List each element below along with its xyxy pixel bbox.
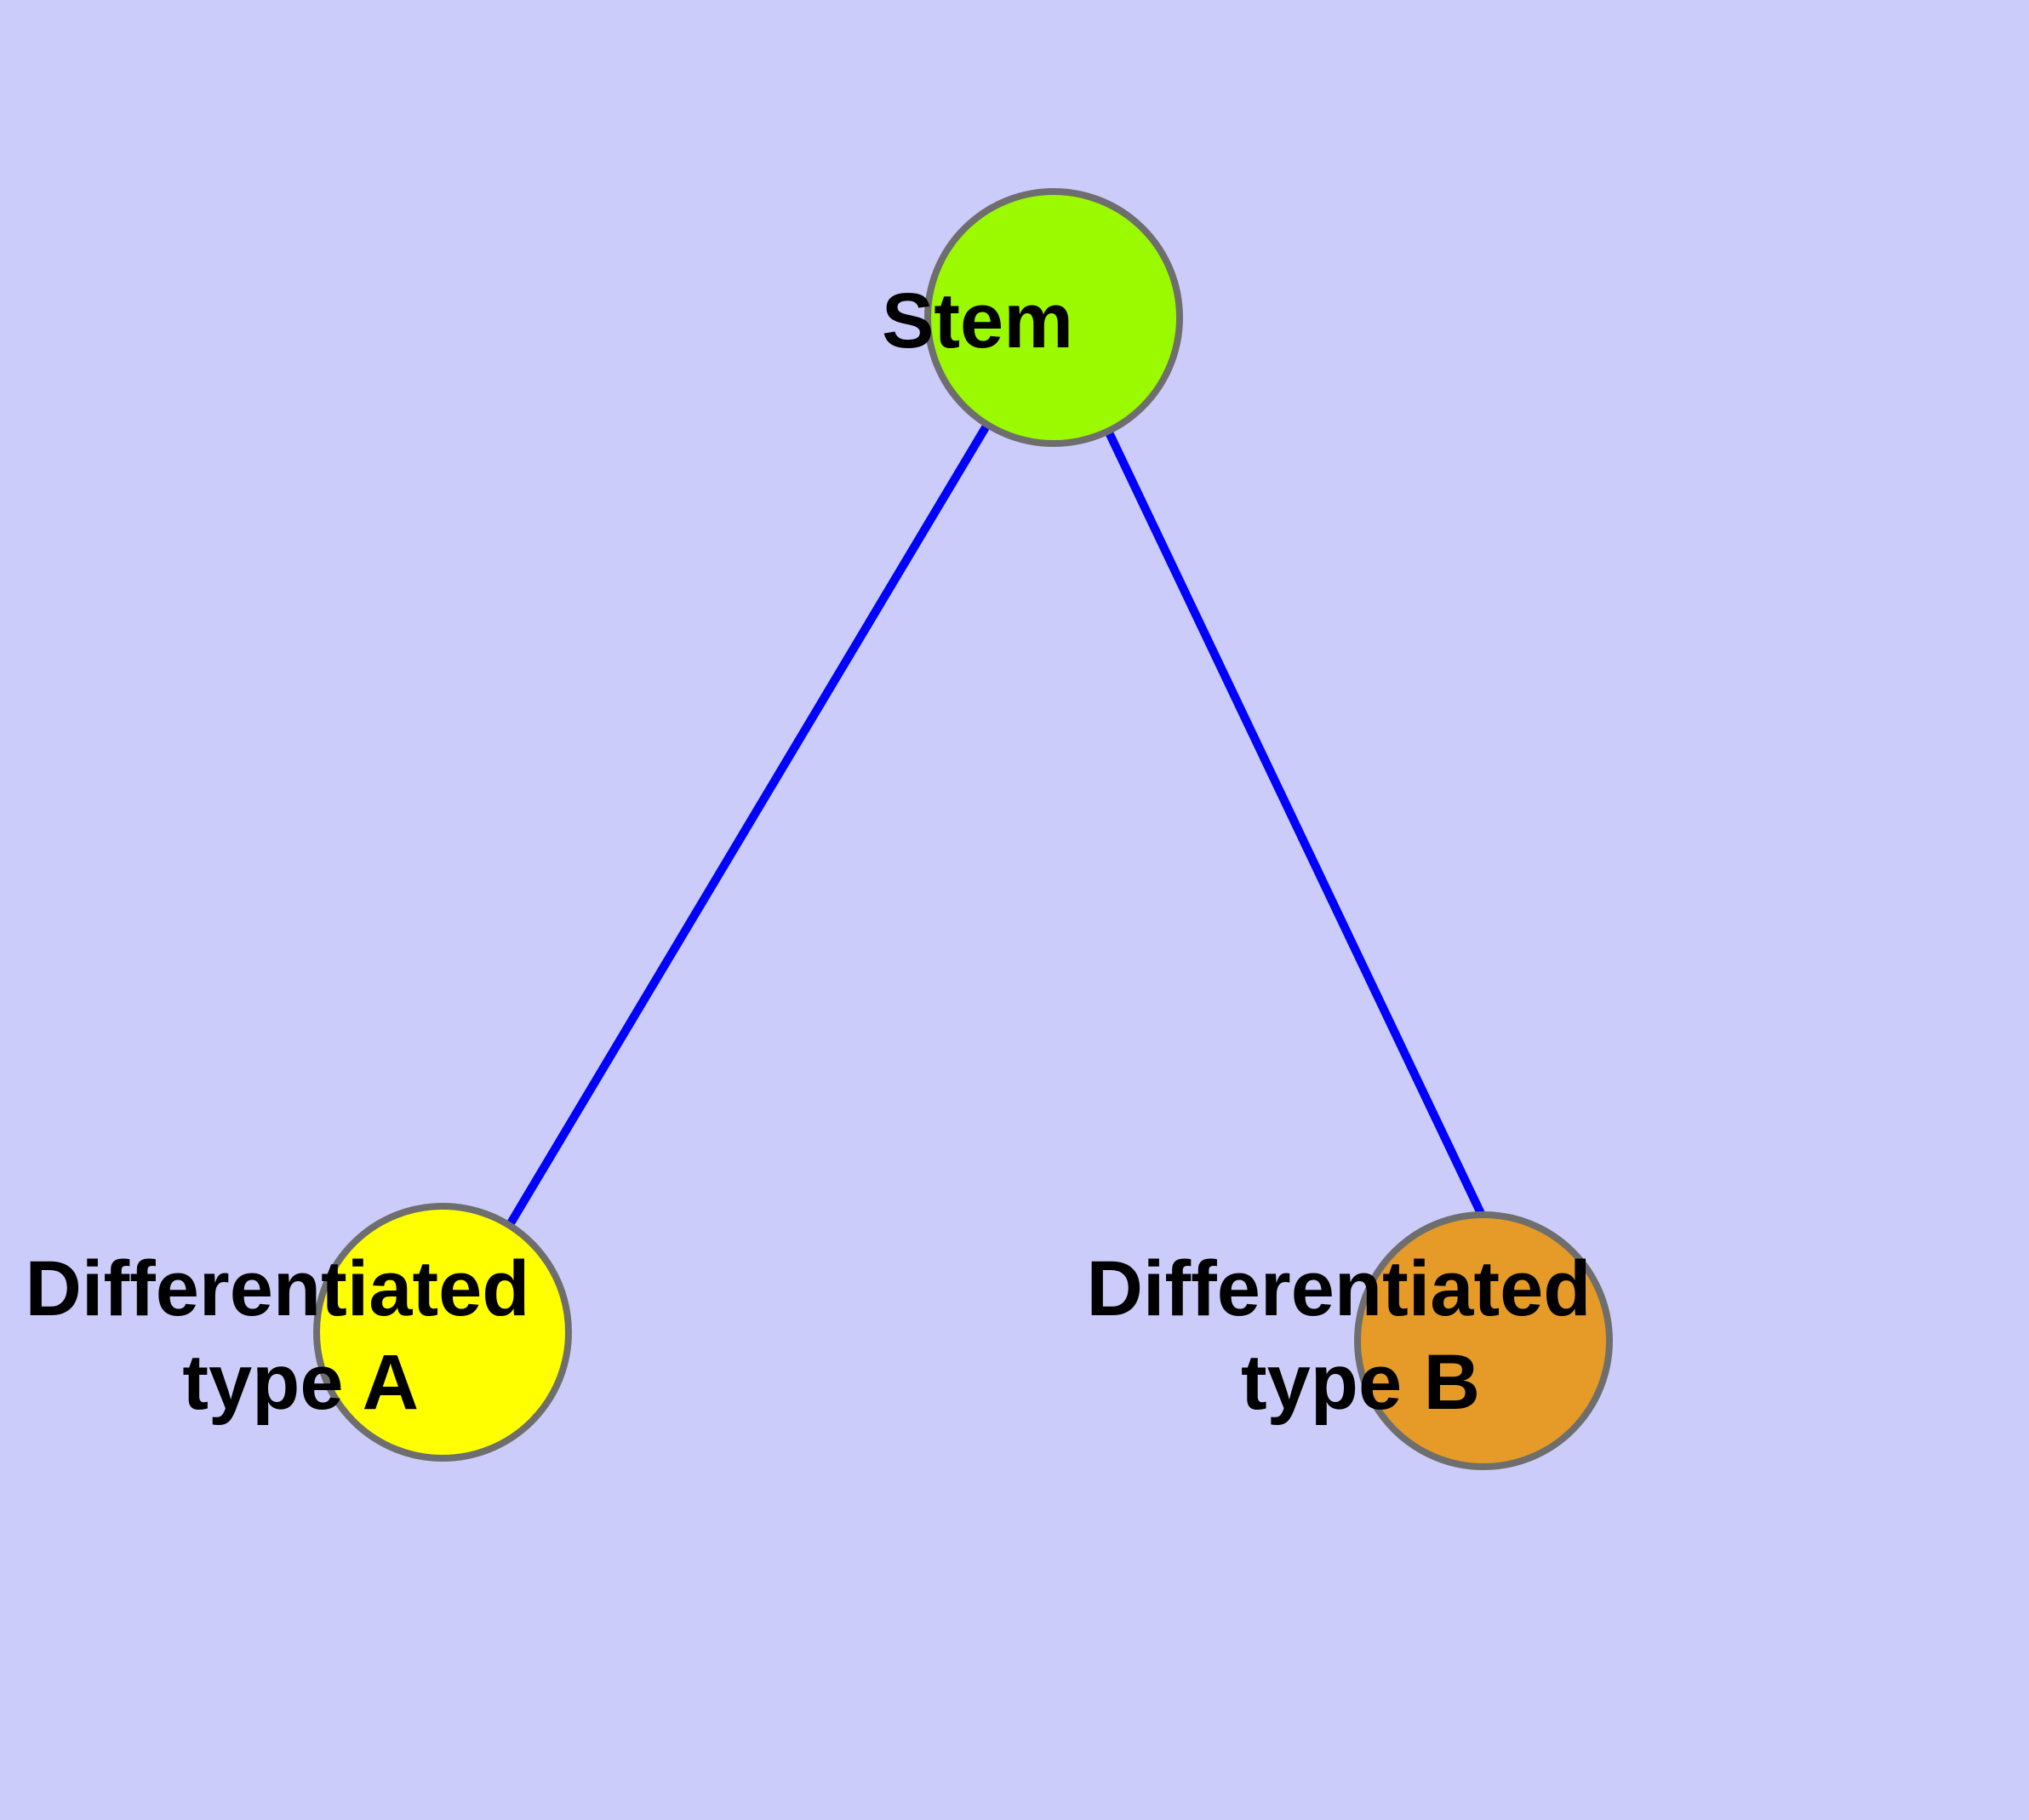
node-differentiated-type-a-label-line-2: type A <box>182 1339 417 1426</box>
labels-layer: Stem Differentiated type A Differentiate… <box>25 278 1786 1426</box>
node-stem[interactable] <box>924 188 1183 447</box>
node-differentiated-type-b-circle[interactable] <box>1354 1211 1613 1470</box>
edges-layer <box>506 425 1490 1227</box>
node-differentiated-type-b[interactable] <box>1354 1211 1613 1470</box>
edge-stem-to-differentiated-type-b[interactable] <box>1105 430 1490 1227</box>
nodes-layer <box>313 188 1613 1470</box>
node-stem-label-line-1: Stem <box>882 278 1073 364</box>
node-stem-circle[interactable] <box>924 188 1183 447</box>
edge-stem-to-differentiated-type-a[interactable] <box>506 425 990 1226</box>
node-differentiated-type-a-circle[interactable] <box>313 1203 572 1462</box>
node-differentiated-type-a-label-line-1: Differentiated <box>25 1245 529 1332</box>
node-differentiated-type-a-label: Differentiated type A <box>25 1245 725 1426</box>
node-differentiated-type-b-label-line-1: Differentiated <box>1086 1245 1591 1332</box>
node-differentiated-type-b-label-line-2: type B <box>1241 1339 1480 1426</box>
node-differentiated-type-b-label: Differentiated type B <box>1086 1245 1786 1426</box>
node-stem-label: Stem <box>882 278 1226 364</box>
node-differentiated-type-a[interactable] <box>313 1203 572 1462</box>
